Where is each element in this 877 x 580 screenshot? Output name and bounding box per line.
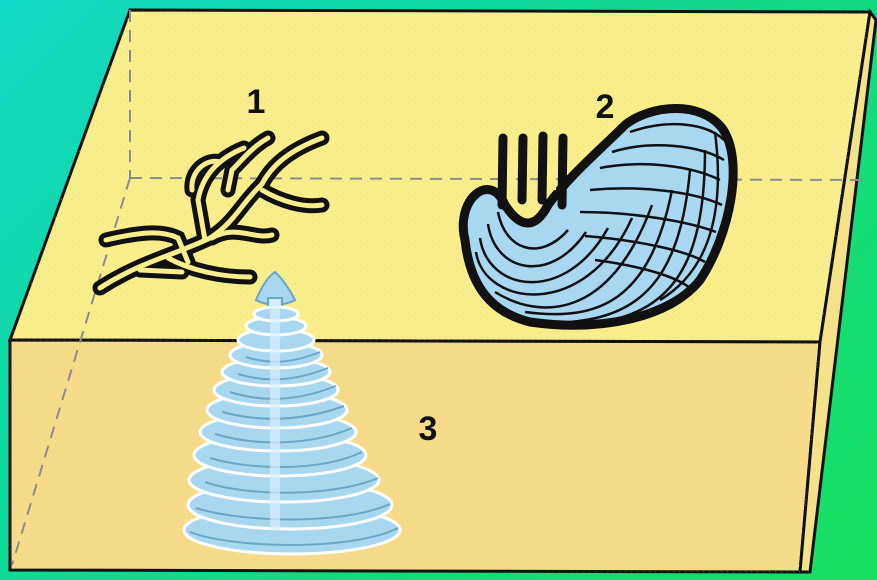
block-texture xyxy=(10,10,870,572)
label-burrow-3: 3 xyxy=(419,410,438,448)
label-burrow-1: 1 xyxy=(247,83,266,121)
label-burrow-2: 2 xyxy=(596,88,615,126)
